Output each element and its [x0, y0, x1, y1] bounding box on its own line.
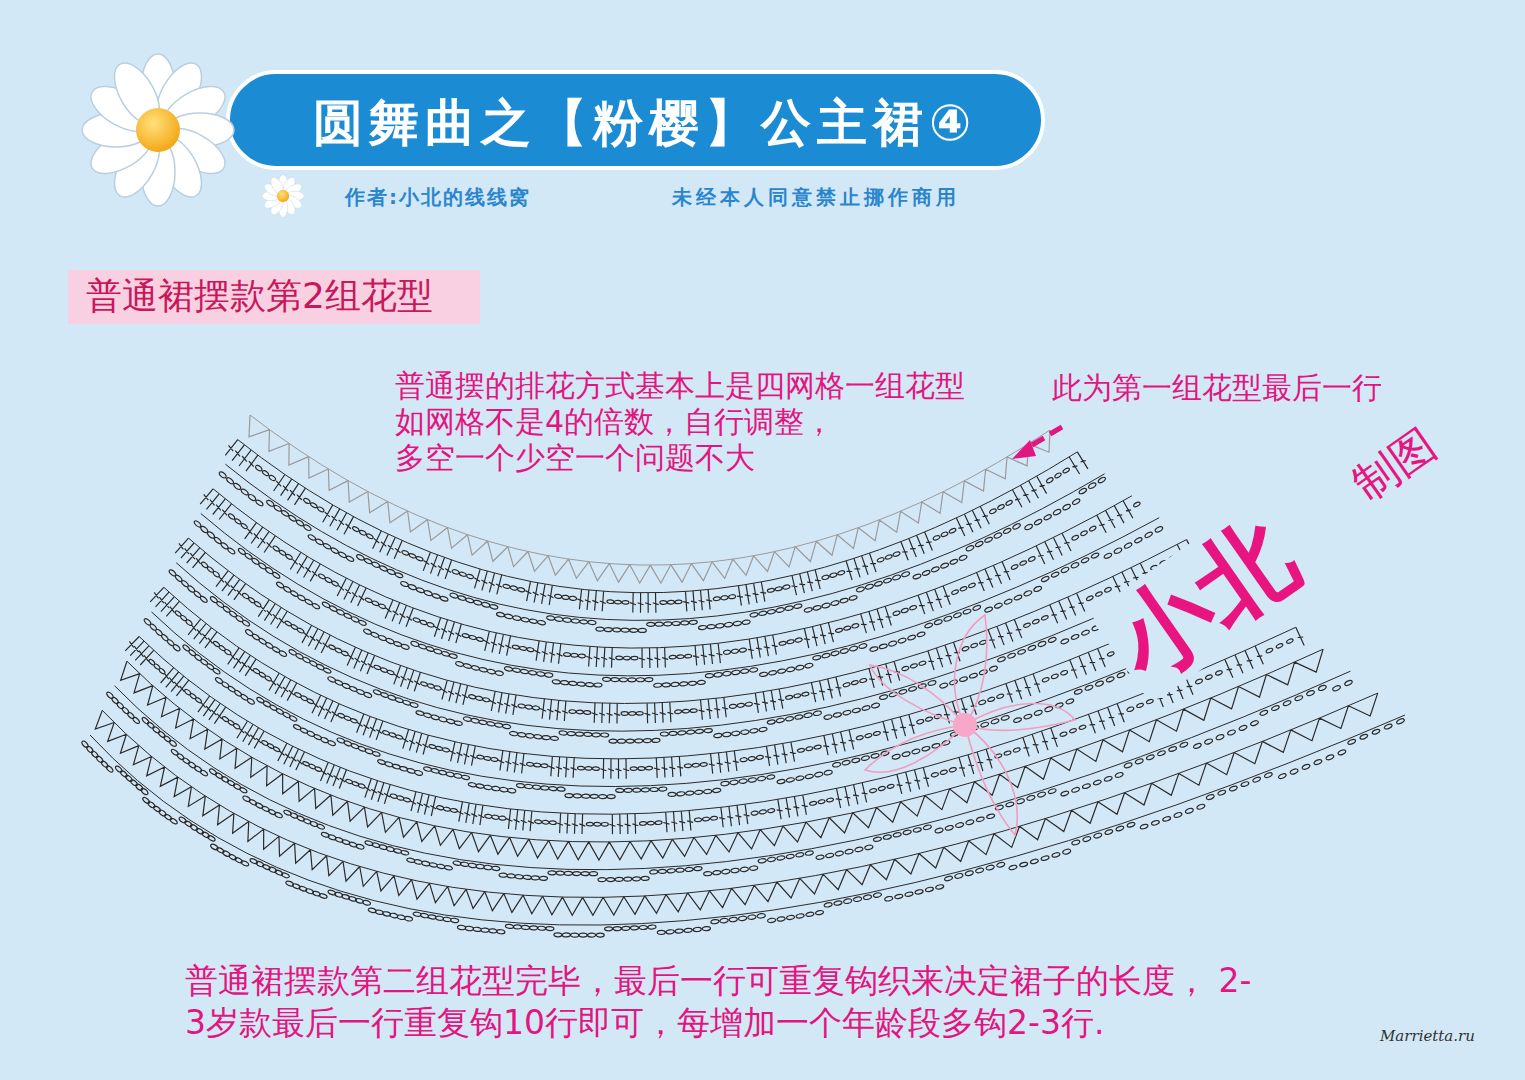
layout-note: 普通摆的排花方式基本上是四网格一组花型 如网格不是4的倍数，自行调整， 多空一个… [395, 368, 1005, 476]
author-credit: 作者:小北的线线窝 [345, 184, 531, 211]
chart-row-base [90, 715, 1405, 925]
stitch-symbols [200, 489, 1140, 668]
petal [870, 665, 965, 725]
callout-note: 此为第一组花型最后一行 [1052, 368, 1382, 409]
copyright-note: 未经本人同意禁止挪作商用 [672, 184, 960, 211]
chart-row-base [164, 584, 1241, 759]
chart-row-base [115, 671, 1351, 870]
chart-row-base [176, 562, 1214, 732]
daisy-center [136, 108, 180, 152]
caption-text: 普通裙摆款第二组花型完毕，最后一行可重复钩织来决定裙子的长度， 2-3岁款最后一… [185, 960, 1365, 1044]
petal [965, 725, 1017, 835]
watermark: 制图 [1338, 414, 1452, 515]
daisy-icon [262, 175, 305, 218]
crochet-chart [82, 415, 1405, 937]
petal [965, 704, 1075, 731]
stitch-symbols [144, 609, 1268, 799]
petal [865, 725, 965, 772]
site-watermark: Marrietta.ru [1380, 1027, 1475, 1045]
daisy-icon [82, 54, 234, 206]
chart-row-base [213, 489, 1132, 648]
title-text: 圆舞曲之【粉樱】公主裙④ [313, 90, 977, 157]
chart-row-base [102, 693, 1377, 897]
stitch-symbols [150, 587, 1249, 779]
title-banner [228, 72, 1043, 168]
stitch-symbols [107, 680, 1352, 881]
pointer-arrow [1012, 427, 1062, 459]
stitch-symbols [175, 538, 1196, 723]
stitch-symbols [82, 719, 1404, 937]
arrow-dash [1032, 438, 1044, 445]
watermark: 小北 [1088, 495, 1322, 705]
chart-row-base [189, 538, 1187, 703]
section-heading-box: 普通裙摆款第2组花型 [68, 270, 480, 324]
flower-outline [865, 615, 1075, 835]
petal [955, 615, 987, 725]
section-heading: 普通裙摆款第2组花型 [86, 276, 462, 316]
stitch-symbols [95, 693, 1377, 915]
stitch-symbols [194, 521, 1162, 687]
stitch-symbols [169, 570, 1216, 743]
arrow-head [1012, 440, 1036, 459]
daisy-center [277, 190, 289, 202]
arrow-dash [1050, 427, 1062, 434]
flower-center [953, 713, 977, 737]
